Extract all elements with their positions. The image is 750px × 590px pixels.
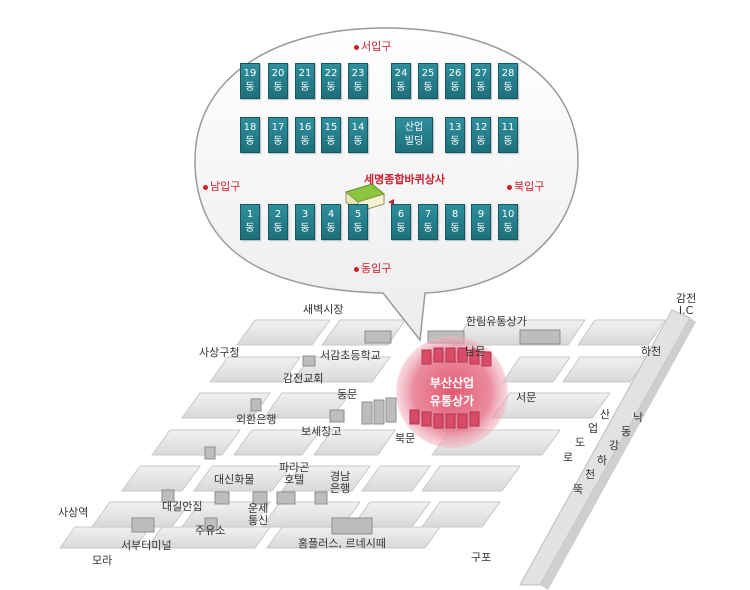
label-homeplus: 홈플러스, 르네시떼 xyxy=(298,537,386,550)
label-gyeongnam-bank: 경남 은행 xyxy=(330,470,351,495)
building-tile: 27 동 xyxy=(471,63,491,99)
river-road-char-4: 산 xyxy=(600,408,611,421)
label-west-terminal: 서부터미널 xyxy=(121,539,172,552)
building-tile: 5 동 xyxy=(348,204,368,240)
label-daegil: 대길안집 xyxy=(162,500,203,513)
label-east-gate: 동문 xyxy=(337,388,358,401)
river-bank-char-3: 하 xyxy=(597,454,608,467)
label-sasang-gu-office: 사상구청 xyxy=(199,346,240,359)
store-name-label: 세명종합바퀴상사 xyxy=(364,173,445,186)
label-gas-station: 주유소 xyxy=(195,524,226,537)
river-road-char-3: 업 xyxy=(588,422,599,435)
river-bank-char-4: 강 xyxy=(609,439,620,452)
river-road-char-2: 도 xyxy=(575,436,586,449)
building-tile: 15 동 xyxy=(321,117,341,153)
label-unse-telecom: 운세 통신 xyxy=(248,502,269,527)
building-tile: 7 동 xyxy=(418,204,438,240)
river-road-char-1: 로 xyxy=(563,451,574,464)
building-tile: 8 동 xyxy=(445,204,465,240)
river-bank-char-1: 뚝 xyxy=(573,483,584,496)
label-hacheon: 하천 xyxy=(641,345,662,358)
building-tile: 23 동 xyxy=(348,63,368,99)
label-saebyeok-market: 새벽시장 xyxy=(303,303,344,316)
label-north-gate: 북문 xyxy=(395,432,416,445)
label-gamjeon-ic: 감전 I.C xyxy=(676,292,697,317)
building-tile: 19 동 xyxy=(240,63,260,99)
building-tile: 24 동 xyxy=(391,63,411,99)
label-kexim-bank: 외환은행 xyxy=(236,413,277,426)
east-gate-label: 동입구 xyxy=(354,260,391,276)
label-paragon-hotel: 파라곤 호텔 xyxy=(279,461,310,486)
market-center-label: 부산산업 유통상가 xyxy=(429,376,475,408)
south-gate-label: 남입구 xyxy=(203,178,240,194)
label-gupo: 구포 xyxy=(471,551,492,564)
building-tile: 28 동 xyxy=(498,63,518,99)
building-tile: 20 동 xyxy=(268,63,288,99)
label-gamjeon-church: 감전교회 xyxy=(283,372,324,385)
north-gate-label: 북입구 xyxy=(507,178,544,194)
building-tile: 22 동 xyxy=(321,63,341,99)
focus-buildings xyxy=(409,347,492,429)
label-sasang-station: 사상역 xyxy=(58,506,89,519)
label-daeshin-cargo: 대신화물 xyxy=(214,473,255,486)
river-bank-char-6: 낙 xyxy=(633,411,644,424)
label-seogam-school: 서감초등학교 xyxy=(320,349,381,362)
building-tile: 2 동 xyxy=(268,204,288,240)
label-south-gate: 남문 xyxy=(465,345,486,358)
callout-bubble xyxy=(194,27,579,342)
building-tile: 12 동 xyxy=(471,117,491,153)
building-tile: 14 동 xyxy=(348,117,368,153)
building-tile: 18 동 xyxy=(240,117,260,153)
building-tile: 21 동 xyxy=(295,63,315,99)
building-tile: 1 동 xyxy=(240,204,260,240)
building-tile: 25 동 xyxy=(418,63,438,99)
label-mora: 모라 xyxy=(92,554,113,567)
building-tile: 17 동 xyxy=(268,117,288,153)
label-west-gate: 서문 xyxy=(516,391,537,404)
building-tile: 10 동 xyxy=(498,204,518,240)
west-gate-label: 서입구 xyxy=(354,38,391,54)
building-tile: 26 동 xyxy=(445,63,465,99)
building-tile: 9 동 xyxy=(471,204,491,240)
building-tile: 4 동 xyxy=(321,204,341,240)
building-tile: 13 동 xyxy=(445,117,465,153)
river-bank-char-2: 천 xyxy=(585,468,596,481)
building-tile: 11 동 xyxy=(498,117,518,153)
label-bonded-warehouse: 보세창고 xyxy=(301,425,342,438)
building-tile: 16 동 xyxy=(295,117,315,153)
building-tile: 6 동 xyxy=(391,204,411,240)
building-tile: 3 동 xyxy=(295,204,315,240)
label-hallim-mall: 한림유통상가 xyxy=(466,315,527,328)
building-tile: 산업 빌딩 xyxy=(395,117,433,153)
river-band xyxy=(519,309,696,590)
river-bank-char-5: 동 xyxy=(621,425,632,438)
